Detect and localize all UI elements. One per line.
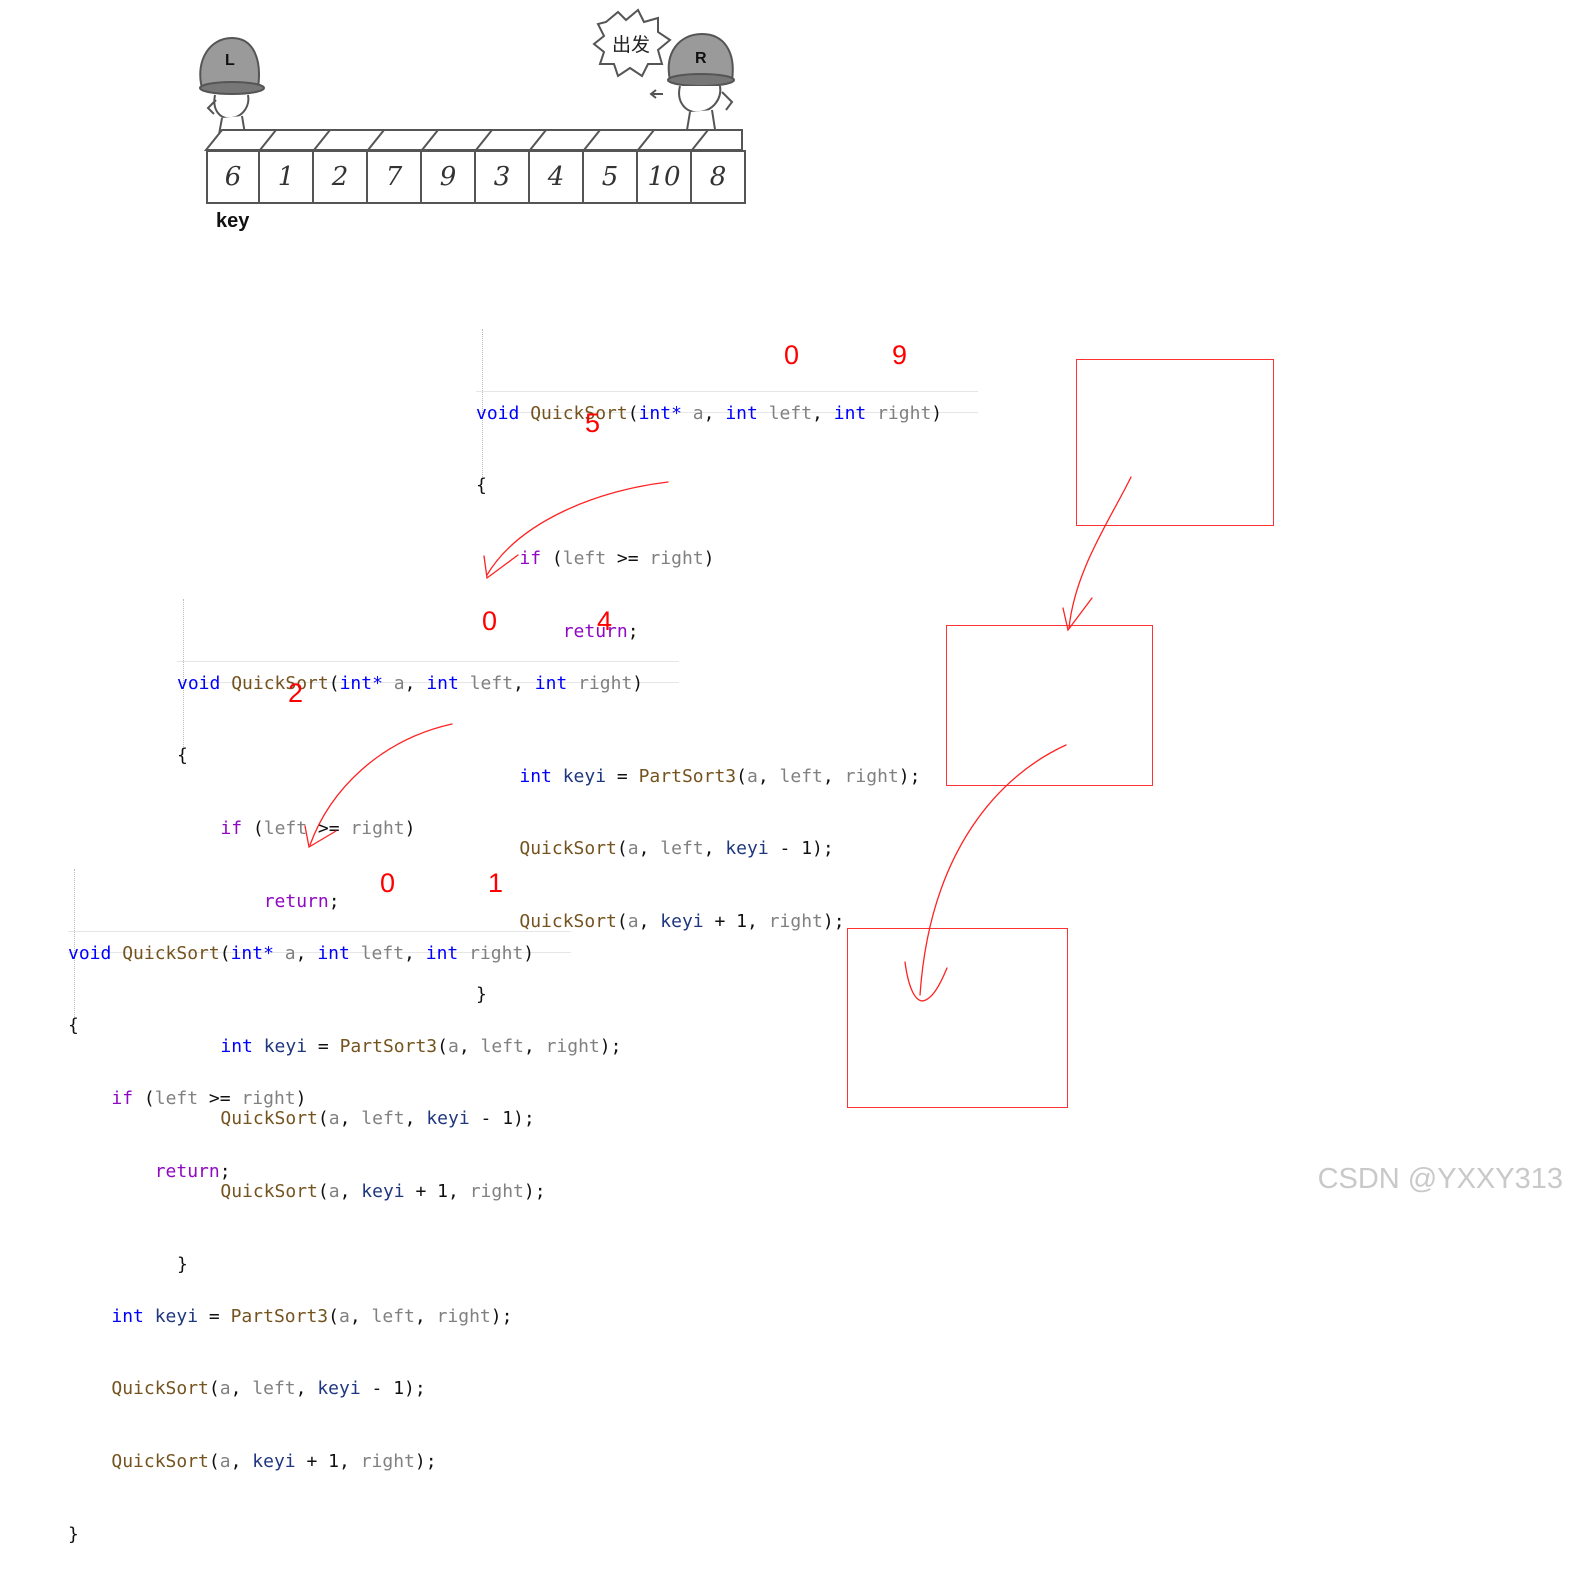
array-cell: 7 (368, 150, 422, 204)
speech-bubble-icon (592, 8, 672, 78)
recursion-arrows (304, 476, 1132, 1002)
code-line-close-brace: } (68, 1523, 79, 1545)
watermark: CSDN @YXXY313 (1317, 1163, 1563, 1195)
call-frame-box (946, 625, 1153, 786)
annotation-keyi-value: 2 (288, 678, 304, 708)
call-frame-box (1076, 359, 1274, 526)
separator (68, 931, 571, 953)
code-line-open-brace: { (476, 475, 487, 497)
left-pointer-label: L (225, 52, 235, 69)
code-line-close-brace: } (476, 983, 487, 1005)
code-line-recurse-right: QuickSort(a, keyi + 1, right); (519, 910, 845, 932)
array-cell: 8 (692, 150, 746, 204)
code-line-recurse-left: QuickSort(a, left, keyi - 1); (220, 1108, 535, 1130)
array-cell: 3 (476, 150, 530, 204)
arrow-call-1 (486, 481, 669, 576)
array-cell: 9 (422, 150, 476, 204)
arrow-head-icon (1062, 597, 1093, 632)
code-line-recurse-left: QuickSort(a, left, keyi - 1); (111, 1378, 426, 1400)
annotation-right-value: 4 (597, 606, 613, 636)
code-line-if: if (left >= right) (220, 818, 416, 839)
annotation-keyi-value: 5 (585, 408, 601, 438)
annotation-left-value: 0 (380, 868, 396, 898)
array-cell: 10 (638, 150, 692, 204)
code-line-recurse-right: QuickSort(a, keyi + 1, right); (111, 1450, 437, 1472)
arrow-head-icon (904, 961, 948, 1002)
array-cell: 2 (314, 150, 368, 204)
code-block-1: void QuickSort(int* a, int left, int rig… (476, 305, 978, 1031)
code-line-signature: void QuickSort(int* a, int left, int rig… (177, 672, 644, 694)
annotation-left-value: 0 (784, 340, 800, 370)
annotation-left-value: 0 (482, 606, 498, 636)
array-cell: 5 (584, 150, 638, 204)
code-line-return: return; (263, 890, 340, 912)
arrow-call-2 (309, 723, 453, 846)
arrow-head-icon (483, 554, 519, 580)
right-pointer-label: R (695, 50, 707, 67)
speech-bubble-text: 出发 (612, 34, 651, 56)
code-block-2: void QuickSort(int* a, int left, int rig… (177, 575, 679, 1301)
code-line-if: if (left >= right) (519, 548, 715, 569)
array-cell: 6 (206, 150, 260, 204)
code-line-keyi: int keyi = PartSort3(a, left, right); (111, 1305, 513, 1327)
call-frame-box (847, 928, 1068, 1108)
annotation-right-value: 9 (892, 340, 908, 370)
quicksort-illustration: L R 出发 6 1 2 7 9 3 4 5 10 8 key (160, 0, 780, 245)
separator (476, 391, 978, 413)
arrow-frame-1 (1068, 476, 1132, 629)
code-line-blank (68, 1232, 534, 1256)
code-line-keyi: int keyi = PartSort3(a, left, right); (519, 765, 921, 787)
indent-guide (183, 599, 184, 749)
code-line-recurse-right: QuickSort(a, keyi + 1, right); (220, 1180, 546, 1202)
indent-guide (482, 329, 483, 479)
code-line-open-brace: { (68, 1015, 79, 1037)
code-line-return: return; (154, 1160, 231, 1182)
code-line-return: return; (562, 620, 639, 642)
code-line-if: if (left >= right) (111, 1088, 307, 1109)
indent-guide (74, 869, 75, 1019)
code-line-recurse-left: QuickSort(a, left, keyi - 1); (519, 838, 834, 860)
code-line-signature: void QuickSort(int* a, int left, int rig… (68, 942, 535, 964)
array-cell: 1 (260, 150, 314, 204)
code-line-keyi: int keyi = PartSort3(a, left, right); (220, 1035, 622, 1057)
arrow-head-icon (304, 825, 337, 849)
annotation-right-value: 1 (488, 868, 504, 898)
code-line-open-brace: { (177, 745, 188, 767)
array-cell: 4 (530, 150, 584, 204)
code-line-signature: void QuickSort(int* a, int left, int rig… (476, 402, 943, 424)
separator (177, 661, 679, 683)
key-label: key (216, 210, 250, 232)
arrow-frame-2 (919, 744, 1067, 996)
